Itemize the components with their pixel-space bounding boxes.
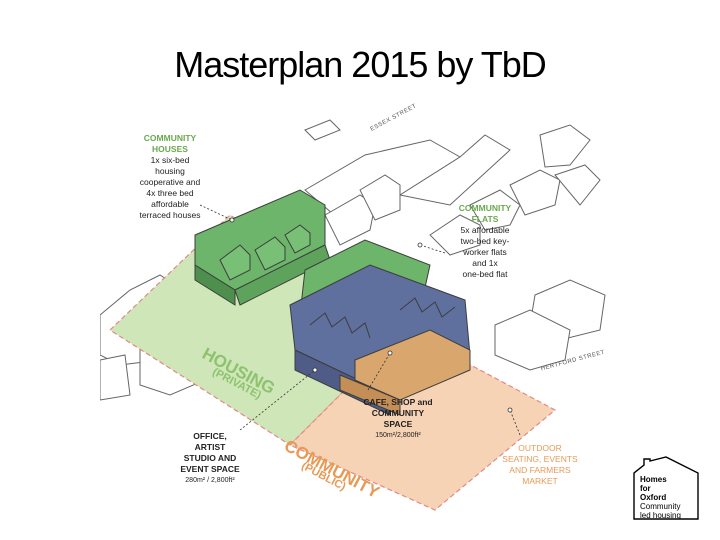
logo-line-5: led housing <box>640 511 681 521</box>
cafe-heading-2: COMMUNITY <box>348 408 448 419</box>
community-houses-line-4: 4x three bed <box>120 188 220 199</box>
label-cafe: CAFE, SHOP and COMMUNITY SPACE 150m²/2,8… <box>348 397 448 441</box>
community-flats-line-3: worker flats <box>440 247 530 258</box>
community-flats-line-4: and 1x <box>440 258 530 269</box>
community-flats-line-5: one-bed flat <box>440 269 530 280</box>
label-office: OFFICE, ARTIST STUDIO AND EVENT SPACE 28… <box>170 431 250 486</box>
homes-for-oxford-logo: Homes for Oxford Community led housing <box>630 455 702 521</box>
outdoor-line-2: SEATING, EVENTS <box>490 454 590 465</box>
community-flats-heading-2: FLATS <box>440 214 530 225</box>
community-houses-line-3: cooperative and <box>120 177 220 188</box>
community-houses-line-5: affordable <box>120 199 220 210</box>
community-houses-heading-1: COMMUNITY <box>120 133 220 144</box>
office-heading-4: EVENT SPACE <box>170 464 250 475</box>
community-houses-line-2: housing <box>120 166 220 177</box>
slide-title: Masterplan 2015 by TbD <box>0 44 720 86</box>
community-flats-heading-1: COMMUNITY <box>440 203 530 214</box>
cafe-area: 150m²/2,800ft² <box>348 430 448 441</box>
community-flats-line-2: two-bed key- <box>440 236 530 247</box>
community-flats-line-1: 5x affordable <box>440 225 530 236</box>
outdoor-line-4: MARKET <box>490 476 590 487</box>
community-houses-heading-2: HOUSES <box>120 144 220 155</box>
office-area: 280m² / 2,800ft² <box>170 475 250 486</box>
office-heading-3: STUDIO AND <box>170 453 250 464</box>
office-heading-1: OFFICE, <box>170 431 250 442</box>
cafe-heading-1: CAFE, SHOP and <box>348 397 448 408</box>
label-community-houses: COMMUNITY HOUSES 1x six-bed housing coop… <box>120 133 220 221</box>
community-houses-line-6: terraced houses <box>120 210 220 221</box>
label-community-flats: COMMUNITY FLATS 5x affordable two-bed ke… <box>440 203 530 280</box>
outdoor-line-3: AND FARMERS <box>490 465 590 476</box>
office-heading-2: ARTIST <box>170 442 250 453</box>
cafe-heading-3: SPACE <box>348 419 448 430</box>
label-outdoor: OUTDOOR SEATING, EVENTS AND FARMERS MARK… <box>490 443 590 487</box>
community-houses-line-1: 1x six-bed <box>120 155 220 166</box>
outdoor-line-1: OUTDOOR <box>490 443 590 454</box>
